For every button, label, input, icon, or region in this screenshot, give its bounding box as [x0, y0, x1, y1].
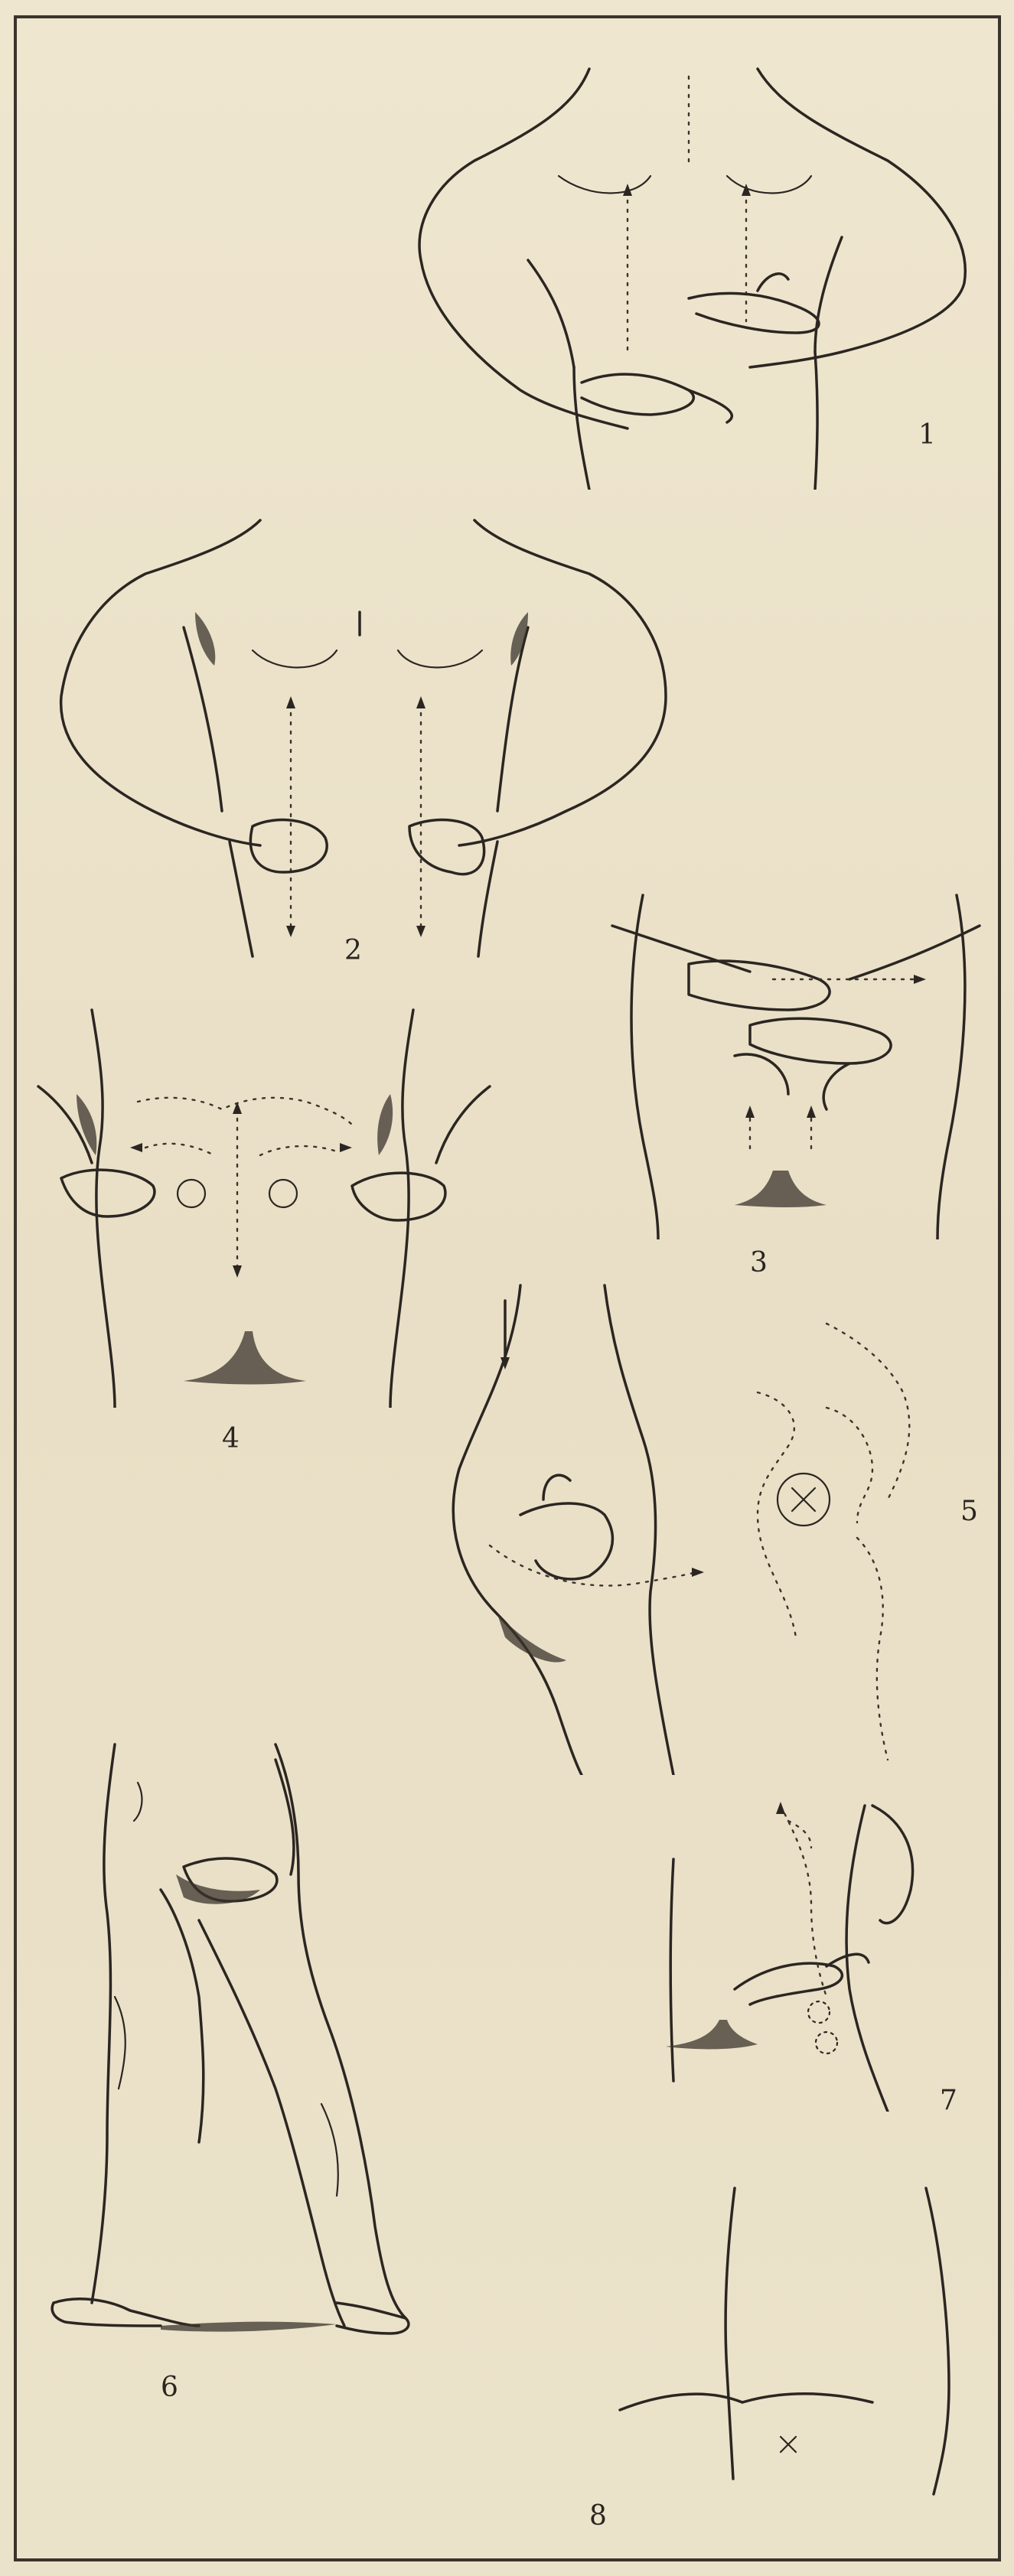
figure-8-number: 8: [589, 2500, 607, 2532]
figure-3-lower-abdomen-massage: [597, 880, 995, 1239]
figure-8-lower-back-buttocks: [597, 2173, 995, 2509]
figure-7-rear-buttock-massage: [597, 1790, 995, 2112]
figure-6-number: 6: [161, 2372, 178, 2403]
figure-1-number: 1: [918, 419, 936, 451]
figure-5-number: 5: [960, 1496, 978, 1527]
figure-4-number: 4: [222, 1423, 240, 1454]
figure-6-standing-figure-back-view: [46, 1737, 429, 2349]
figure-2-torso-fists-at-sides: [31, 513, 689, 972]
figure-2-number: 2: [344, 935, 362, 966]
figure-5-side-buttock-massage: [429, 1270, 995, 1775]
figure-7-number: 7: [940, 2085, 957, 2116]
figure-1-torso-abdominal-massage: [398, 61, 995, 490]
